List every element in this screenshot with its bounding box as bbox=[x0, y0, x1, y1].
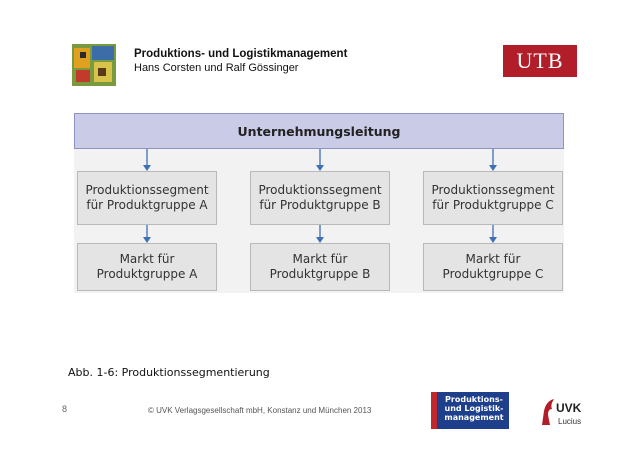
market-c-line2: Produktgruppe C bbox=[442, 267, 544, 281]
arrowhead-segment-c bbox=[489, 165, 497, 171]
header-title: Produktions- und Logistikmanagement bbox=[134, 48, 348, 60]
utb-logo: UTB bbox=[503, 45, 577, 77]
market-c-line1: Markt für bbox=[465, 252, 521, 266]
arrowhead-segment-b bbox=[316, 165, 324, 171]
book-cover-thumbnail bbox=[72, 44, 116, 86]
arrows-level-1 bbox=[143, 149, 497, 171]
copyright-notice: © UVK Verlagsgesellschaft mbH, Konstanz … bbox=[148, 406, 372, 415]
segment-b-line2: für Produktgruppe B bbox=[259, 198, 381, 212]
page-number: 8 bbox=[62, 404, 68, 414]
uvk-logo: UVK Lucius bbox=[538, 395, 588, 433]
market-a-line2: Produktgruppe A bbox=[96, 267, 198, 281]
market-a-line1: Markt für bbox=[119, 252, 175, 266]
segment-a-line2: für Produktgruppe A bbox=[86, 198, 208, 212]
segment-c-line2: für Produktgruppe C bbox=[432, 198, 554, 212]
uvk-logo-subtext: Lucius bbox=[558, 417, 582, 426]
management-box: Unternehmungsleitung bbox=[74, 113, 564, 149]
market-b-line2: Produktgruppe B bbox=[269, 267, 371, 281]
figure-caption: Abb. 1-6: Produktionssegmentierung bbox=[68, 366, 270, 379]
arrowhead-segment-a bbox=[143, 165, 151, 171]
book-label: Produktions- und Logistik- management bbox=[444, 395, 504, 422]
segment-c-line1: Produktionssegment bbox=[431, 183, 555, 197]
book-title-logo: Produktions- und Logistik- management bbox=[431, 392, 509, 429]
arrows-level-2 bbox=[143, 225, 497, 243]
book-logo-stripe bbox=[431, 392, 437, 429]
arrowhead-market-b bbox=[316, 237, 324, 243]
header-authors: Hans Corsten und Ralf Gössinger bbox=[134, 62, 299, 74]
arrowhead-market-c bbox=[489, 237, 497, 243]
arrowhead-market-a bbox=[143, 237, 151, 243]
segment-a-line1: Produktionssegment bbox=[85, 183, 209, 197]
market-b-line1: Markt für bbox=[292, 252, 348, 266]
uvk-lion-icon bbox=[542, 399, 554, 425]
segment-b-line1: Produktionssegment bbox=[258, 183, 382, 197]
uvk-logo-text: UVK bbox=[556, 401, 582, 415]
